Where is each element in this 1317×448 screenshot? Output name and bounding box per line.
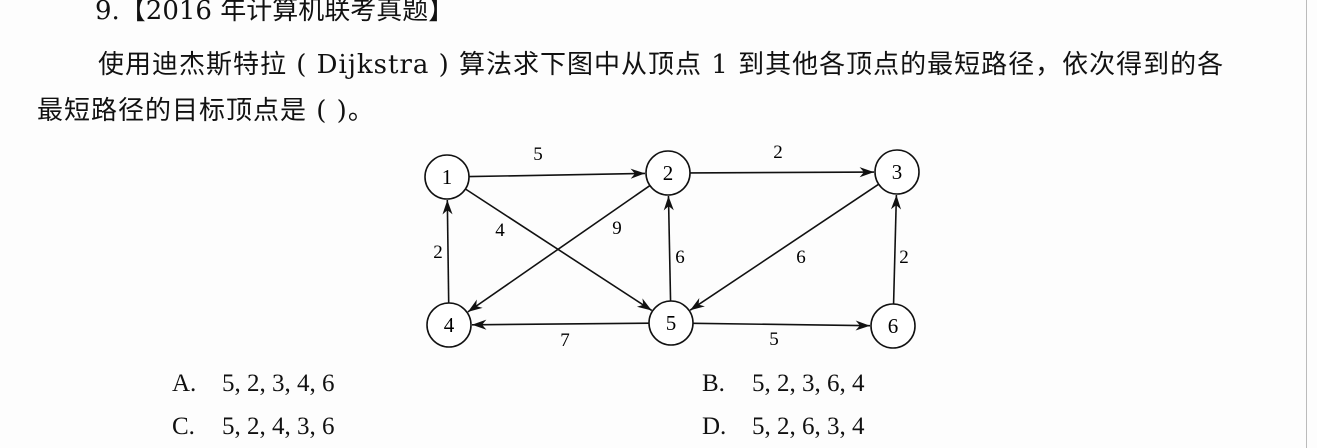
edge-5-4 bbox=[471, 319, 650, 330]
vertex-label-3: 3 bbox=[892, 160, 903, 184]
edge-weight-4-1: 2 bbox=[433, 242, 443, 263]
edge-1-2 bbox=[468, 168, 646, 179]
vertex-label-5: 5 bbox=[666, 311, 677, 335]
vertex-label-1: 1 bbox=[442, 165, 453, 189]
vertex-4 bbox=[426, 302, 472, 348]
option-a[interactable]: A. 5, 2, 3, 4, 6 bbox=[172, 370, 335, 398]
question-text-line-1: 使用迪杰斯特拉 ( Dijkstra ) 算法求下图中从顶点 1 到其他各顶点的… bbox=[98, 50, 1225, 80]
vertex-label-6: 6 bbox=[888, 314, 899, 338]
edge-weight-1-5: 4 bbox=[495, 220, 505, 241]
edge-2-4 bbox=[467, 184, 651, 313]
option-a-text: 5, 2, 3, 4, 6 bbox=[222, 370, 335, 397]
option-c[interactable]: C. 5, 2, 4, 3, 6 bbox=[172, 413, 335, 441]
vertex-2 bbox=[645, 150, 691, 196]
option-b-text: 5, 2, 3, 6, 4 bbox=[752, 370, 865, 397]
edge-5-6 bbox=[692, 320, 871, 331]
edge-6-3 bbox=[890, 194, 902, 305]
option-a-label: A. bbox=[172, 370, 197, 397]
edge-4-1 bbox=[442, 199, 453, 304]
edge-2-3 bbox=[689, 167, 875, 178]
option-b-label: B. bbox=[702, 370, 725, 397]
option-b[interactable]: B. 5, 2, 3, 6, 4 bbox=[702, 370, 865, 398]
vertex-5 bbox=[648, 300, 694, 346]
scan-edge-line bbox=[1306, 0, 1307, 448]
edge-weight-2-4: 9 bbox=[612, 218, 622, 239]
vertex-label-2: 2 bbox=[663, 161, 674, 185]
vertex-6 bbox=[870, 303, 916, 349]
edge-weight-5-6: 5 bbox=[769, 329, 779, 350]
option-c-label: C. bbox=[172, 413, 195, 440]
edge-weight-6-3: 2 bbox=[899, 247, 909, 268]
edge-5-2 bbox=[663, 195, 674, 302]
vertex-label-4: 4 bbox=[444, 313, 455, 337]
question-title: 9.【2016 年计算机联考真题】 bbox=[95, 0, 455, 26]
option-d-label: D. bbox=[702, 413, 727, 440]
question-text-line-2: 最短路径的目标顶点是 ( )。 bbox=[37, 96, 375, 126]
edge-3-5 bbox=[689, 183, 880, 311]
vertex-1 bbox=[424, 154, 470, 200]
edge-weight-2-3: 2 bbox=[773, 142, 783, 163]
vertex-3 bbox=[874, 149, 920, 195]
edge-weight-1-2: 5 bbox=[533, 144, 543, 165]
option-d[interactable]: D. 5, 2, 6, 3, 4 bbox=[702, 413, 865, 441]
edge-weight-5-2: 6 bbox=[675, 247, 685, 268]
option-d-text: 5, 2, 6, 3, 4 bbox=[752, 413, 865, 440]
option-c-text: 5, 2, 4, 3, 6 bbox=[222, 413, 335, 440]
edge-weight-5-4: 7 bbox=[560, 330, 570, 351]
edge-weight-3-5: 6 bbox=[796, 247, 806, 268]
